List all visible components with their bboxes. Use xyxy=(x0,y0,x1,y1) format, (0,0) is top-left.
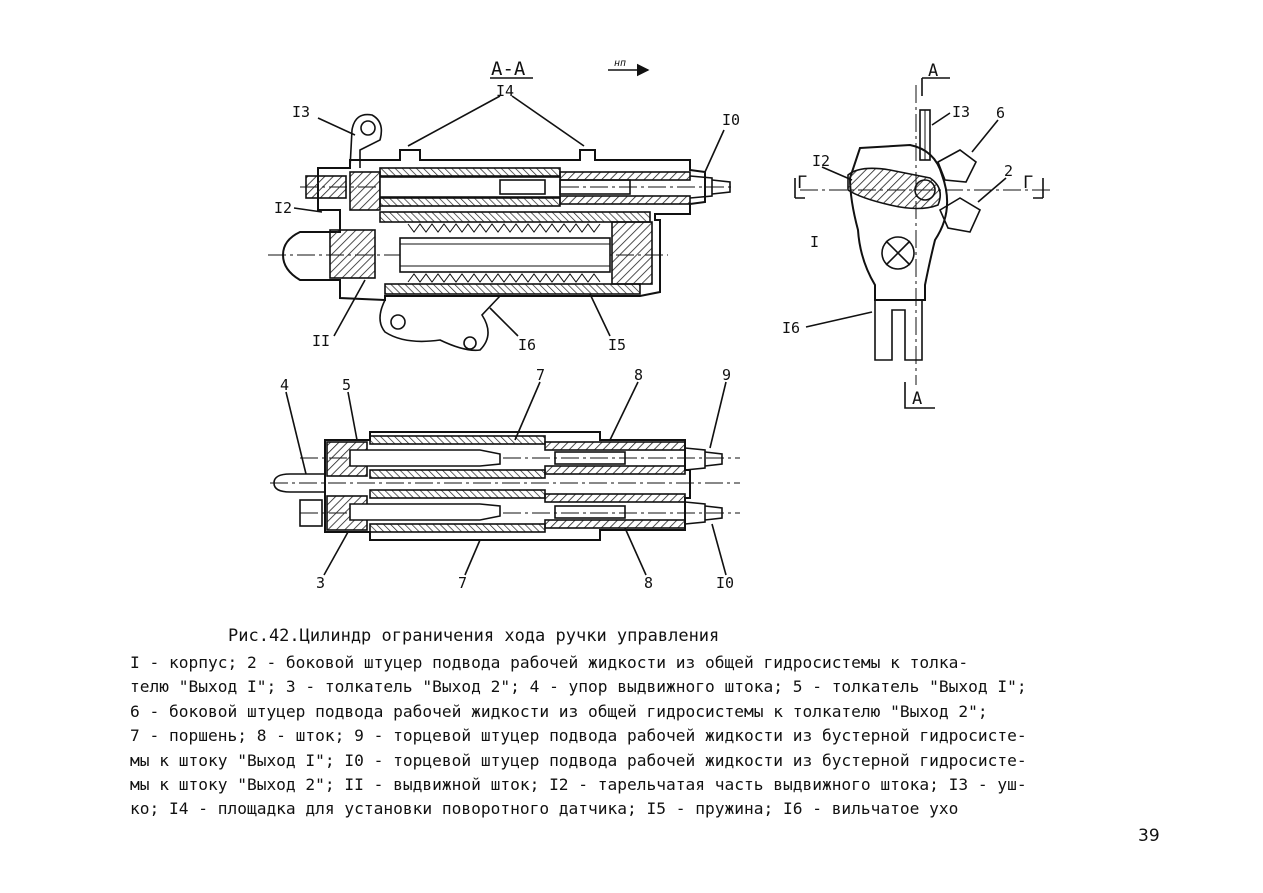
callout-7-bottom: 7 xyxy=(458,574,467,592)
callout-8-top: 8 xyxy=(634,366,643,384)
callout-16-side: I6 xyxy=(782,319,800,337)
view-label-a-top: А xyxy=(928,61,938,81)
callout-15: I5 xyxy=(608,336,626,354)
callout-10-bottom: I0 xyxy=(716,574,734,592)
callout-13-top: I3 xyxy=(292,103,310,121)
figure-caption-legend: I - корпус; 2 - боковой штуцер подвода р… xyxy=(130,651,1110,822)
view-label-a-bottom: А xyxy=(912,389,922,409)
callout-12-side: I2 xyxy=(812,152,830,170)
callout-8-bottom: 8 xyxy=(644,574,653,592)
caption-line: 7 - поршень; 8 - шток; 9 - торцевой штуц… xyxy=(130,726,1027,746)
callout-7-top: 7 xyxy=(536,366,545,384)
callout-2: 2 xyxy=(1004,162,1013,180)
callout-14: I4 xyxy=(496,82,514,100)
caption-line: 6 - боковой штуцер подвода рабочей жидко… xyxy=(130,701,988,721)
callout-13-side: I3 xyxy=(952,103,970,121)
callout-4: 4 xyxy=(280,376,289,394)
callout-9: 9 xyxy=(722,366,731,384)
callout-10-top: I0 xyxy=(722,111,740,129)
view-label-g-left: Г xyxy=(797,173,807,193)
view-label-g-right: Г xyxy=(1023,173,1033,193)
caption-line: мы к штоку "Выход I"; I0 - торцевой штуц… xyxy=(130,750,1027,770)
section-a-a-view xyxy=(268,63,735,352)
caption-line: I - корпус; 2 - боковой штуцер подвода р… xyxy=(130,653,969,672)
callout-6: 6 xyxy=(996,104,1005,122)
side-view xyxy=(794,77,1050,409)
caption-line: телю "Выход I"; 3 - толкатель "Выход 2";… xyxy=(130,677,1027,697)
caption-line: мы к штоку "Выход 2"; II - выдвижной што… xyxy=(130,775,1027,795)
callout-16-top: I6 xyxy=(518,336,536,354)
callout-5: 5 xyxy=(342,376,351,394)
caption-line: ко; I4 - площадка для установки поворотн… xyxy=(130,799,959,819)
figure-caption-title: Рис.42.Цилиндр ограничения хода ручки уп… xyxy=(228,626,720,646)
callout-11: II xyxy=(312,332,330,350)
section-label: А-А xyxy=(491,58,526,80)
callout-12-top: I2 xyxy=(274,199,292,217)
bottom-section-view xyxy=(270,381,740,576)
page-number: 39 xyxy=(1138,826,1160,846)
callout-3: 3 xyxy=(316,574,325,592)
direction-label: нп xyxy=(614,58,626,69)
callout-1: I xyxy=(810,233,819,251)
